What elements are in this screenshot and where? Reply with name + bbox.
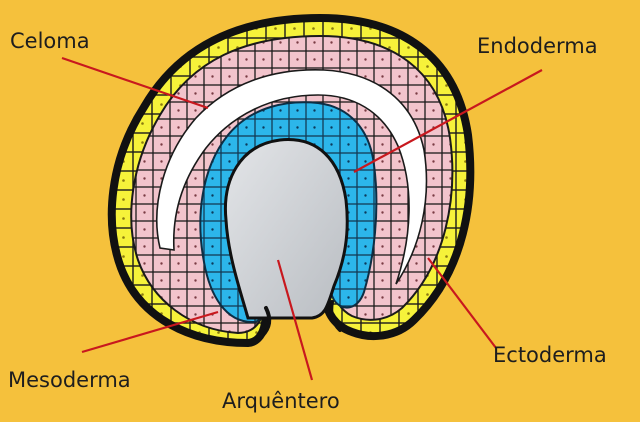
archenteron-cavity: [223, 138, 349, 320]
endoderma-pointer: [353, 69, 543, 173]
blastopore-lip: [260, 300, 342, 338]
celoma-label: Celoma: [10, 29, 90, 53]
ectoderma-label: Ectoderma: [493, 343, 607, 367]
mesoderma-pointer: [81, 310, 219, 354]
arquentero-pointer: [276, 259, 314, 381]
endoderma-label: Endoderma: [477, 34, 598, 58]
mesoderma-label: Mesoderma: [8, 368, 131, 392]
arquentero-label: Arquêntero: [222, 389, 340, 413]
celoma-pointer: [61, 56, 209, 110]
ectoderma-pointer: [427, 257, 497, 349]
coelom-cavity: [156, 69, 428, 285]
